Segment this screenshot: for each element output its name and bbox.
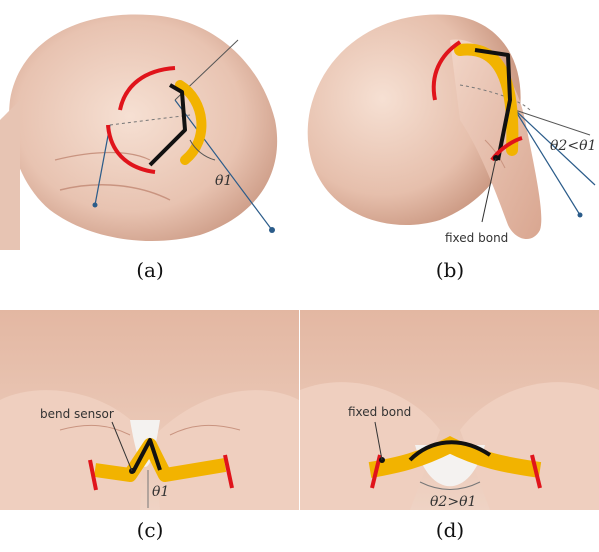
fist-shape xyxy=(9,14,277,241)
fixed-bond-label-d: fixed bond xyxy=(348,405,411,419)
angle-label-b: θ2<θ1 xyxy=(550,138,596,154)
angle-label-c: θ1 xyxy=(152,484,169,500)
panel-d: fixed bond θ2>θ1 xyxy=(300,310,599,510)
panel-b: fixed bond θ2<θ1 xyxy=(300,0,599,250)
caption-b: (b) xyxy=(420,258,480,282)
angle-label-d: θ2>θ1 xyxy=(430,494,476,510)
angle-label-a: θ1 xyxy=(215,173,232,189)
panel-c: bend sensor θ1 xyxy=(0,310,299,510)
caption-d: (d) xyxy=(420,518,480,542)
caption-c: (c) xyxy=(120,518,180,542)
caption-a: (a) xyxy=(120,258,180,282)
fixed-bond-label-b: fixed bond xyxy=(445,231,508,245)
bend-sensor-label: bend sensor xyxy=(40,407,114,421)
panel-a: θ1 xyxy=(0,0,299,250)
